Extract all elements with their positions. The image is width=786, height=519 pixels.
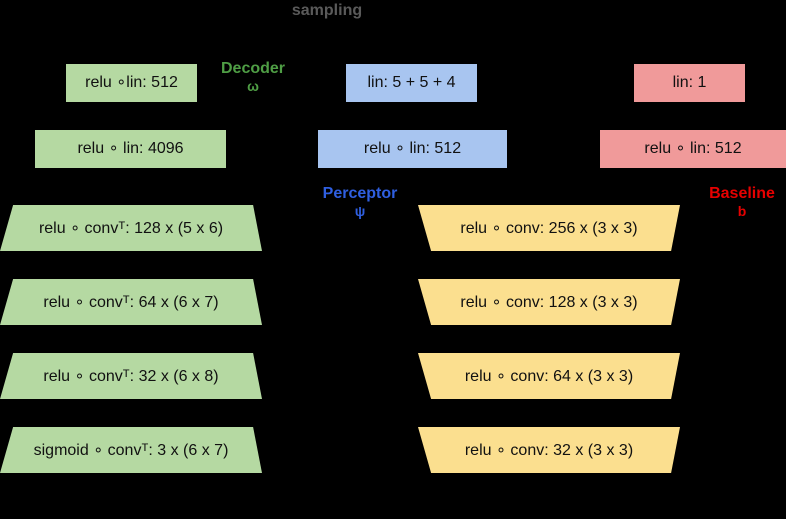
perceptor-title: Perceptor [322,185,398,202]
baseline-caption: Baseline b [694,185,786,219]
perceptor-layer-1-label: relu ∘ conv: 256 x (3 x 3) [460,220,638,237]
perceptor-layer-4-shape [418,427,680,473]
decoder-caption: Decoder ω [205,60,301,94]
perceptor-layer-2-label: relu ∘ conv: 128 x (3 x 3) [460,294,638,311]
baseline-box-1: lin: 1 [634,64,745,102]
decoder-symbol: ω [247,78,259,95]
perceptor-box-2-label: relu ∘ lin: 512 [363,140,462,157]
decoder-layer-1-label: relu ∘ convᵀ: 128 x (5 x 6) [38,220,224,237]
perceptor-layer-4-label: relu ∘ conv: 32 x (3 x 3) [464,442,634,459]
perceptor-layer-2: relu ∘ conv: 128 x (3 x 3) [418,279,680,325]
perceptor-box-2: relu ∘ lin: 512 [318,130,507,168]
baseline-symbol: b [737,203,747,220]
perceptor-layer-3-shape [418,353,680,399]
decoder-layer-2-shape [0,279,262,325]
decoder-box-2-label: relu ∘ lin: 4096 [77,140,184,157]
perceptor-box-1: lin: 5 + 5 + 4 [346,64,477,102]
decoder-layer-4-label: sigmoid ∘ convᵀ: 3 x (6 x 7) [33,442,229,459]
decoder-layer-4-shape [0,427,262,473]
decoder-layer-4: sigmoid ∘ convᵀ: 3 x (6 x 7) [0,427,262,473]
baseline-box-2: relu ∘ lin: 512 [600,130,786,168]
perceptor-layer-1-shape [418,205,680,251]
decoder-box-1-label: relu ∘lin: 512 [85,74,178,91]
decoder-layer-1-shape [0,205,262,251]
perceptor-box-1-label: lin: 5 + 5 + 4 [367,74,456,91]
perceptor-symbol: ψ [354,203,366,220]
perceptor-layer-3-label: relu ∘ conv: 64 x (3 x 3) [464,368,634,385]
decoder-title: Decoder [220,60,286,77]
sampling-label: sampling [291,2,363,19]
decoder-layer-3: relu ∘ convᵀ: 32 x (6 x 8) [0,353,262,399]
decoder-layer-1: relu ∘ convᵀ: 128 x (5 x 6) [0,205,262,251]
decoder-layer-2-label: relu ∘ convᵀ: 64 x (6 x 7) [43,294,219,311]
decoder-layer-3-label: relu ∘ convᵀ: 32 x (6 x 8) [43,368,219,385]
perceptor-layer-1: relu ∘ conv: 256 x (3 x 3) [418,205,680,251]
decoder-layer-2: relu ∘ convᵀ: 64 x (6 x 7) [0,279,262,325]
perceptor-layer-2-shape [418,279,680,325]
perceptor-layer-3: relu ∘ conv: 64 x (3 x 3) [418,353,680,399]
perceptor-caption: Perceptor ψ [312,185,408,219]
baseline-title: Baseline [709,185,775,202]
baseline-box-2-label: relu ∘ lin: 512 [644,140,742,157]
baseline-box-1-label: lin: 1 [672,74,707,91]
decoder-box-2: relu ∘ lin: 4096 [35,130,226,168]
decoder-box-1: relu ∘lin: 512 [66,64,197,102]
decoder-layer-3-shape [0,353,262,399]
perceptor-layer-4: relu ∘ conv: 32 x (3 x 3) [418,427,680,473]
